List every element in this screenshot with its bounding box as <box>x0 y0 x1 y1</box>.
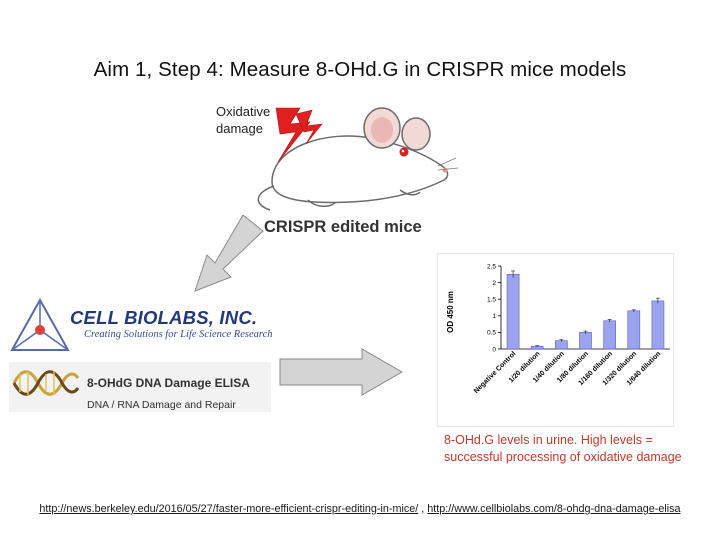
mouse-caption: CRISPR edited mice <box>264 218 422 236</box>
reference-separator: , <box>418 503 428 515</box>
chart-bar <box>579 332 592 350</box>
y-tick-label: 1 <box>492 313 496 320</box>
chart-bar <box>506 273 520 350</box>
product-category: DNA / RNA Damage and Repair <box>87 399 236 411</box>
oxidative-damage-label: Oxidative damage <box>216 103 270 137</box>
y-tick-label: 1.5 <box>487 297 496 304</box>
y-tick-label: 2.5 <box>487 263 496 270</box>
lightning-bolt-icon <box>275 107 311 163</box>
reference-link-cellbiolabs[interactable]: http://www.cellbiolabs.com/8-ohdg-dna-da… <box>427 503 681 515</box>
y-tick-label: 0.5 <box>487 330 496 337</box>
chart-bar <box>603 320 616 350</box>
y-tick-label: 0 <box>492 346 496 353</box>
y-tick-label: 2 <box>492 280 496 287</box>
product-banner <box>9 362 271 412</box>
reference-link-berkeley[interactable]: http://news.berkeley.edu/2016/05/27/fast… <box>39 503 419 515</box>
company-logo-icon <box>10 298 70 351</box>
arrow-right-icon <box>279 348 404 396</box>
y-axis-label: OD 450 nm <box>446 291 455 333</box>
company-name: CELL BIOLABS, INC. <box>70 307 258 328</box>
chart-bar <box>627 310 641 350</box>
oxidative-damage-label-line1: Oxidative <box>216 104 271 119</box>
result-caption: 8-OHd.G levels in urine. High levels = s… <box>444 433 682 464</box>
mouse-illustration <box>257 107 459 211</box>
chart-bar <box>555 340 568 350</box>
references: http://news.berkeley.edu/2016/05/27/fast… <box>0 503 720 515</box>
lightning-bolt-icon <box>295 109 323 145</box>
chart-bar <box>651 300 665 350</box>
slide-title: Aim 1, Step 4: Measure 8-OHd.G in CRISPR… <box>93 58 627 81</box>
company-tagline: Creating Solutions for Life Science Rese… <box>84 329 273 340</box>
dna-helix-icon <box>12 370 80 396</box>
oxidative-damage-label-line2: damage <box>216 121 263 136</box>
product-name: 8-OHdG DNA Damage ELISA <box>87 376 250 390</box>
x-category-label: Negative Control <box>473 350 518 395</box>
arrow-down-left-icon <box>194 215 264 292</box>
